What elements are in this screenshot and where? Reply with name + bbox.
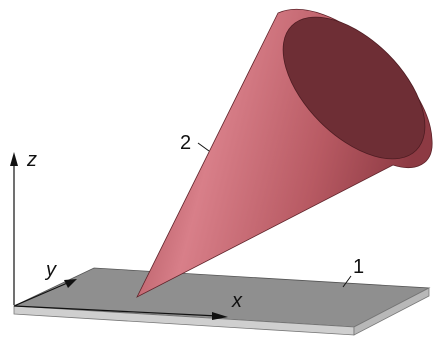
y-axis-line [13,280,73,307]
plate-label: 1 [353,256,364,278]
plate-side [353,287,430,336]
cone-leader-line [197,142,210,152]
y-axis-label: y [44,259,57,281]
x-axis-line [13,305,219,317]
cone [136,8,433,298]
x-axis-label: x [231,290,243,312]
x-axis-arrow [212,312,228,320]
z-axis-arrow [10,152,18,166]
plate [13,267,431,336]
cone-base [282,16,426,160]
z-axis-label: z [26,149,37,171]
plate-leader-line [342,275,352,288]
cone-label: 2 [180,132,191,154]
y-axis-arrow [64,279,77,288]
